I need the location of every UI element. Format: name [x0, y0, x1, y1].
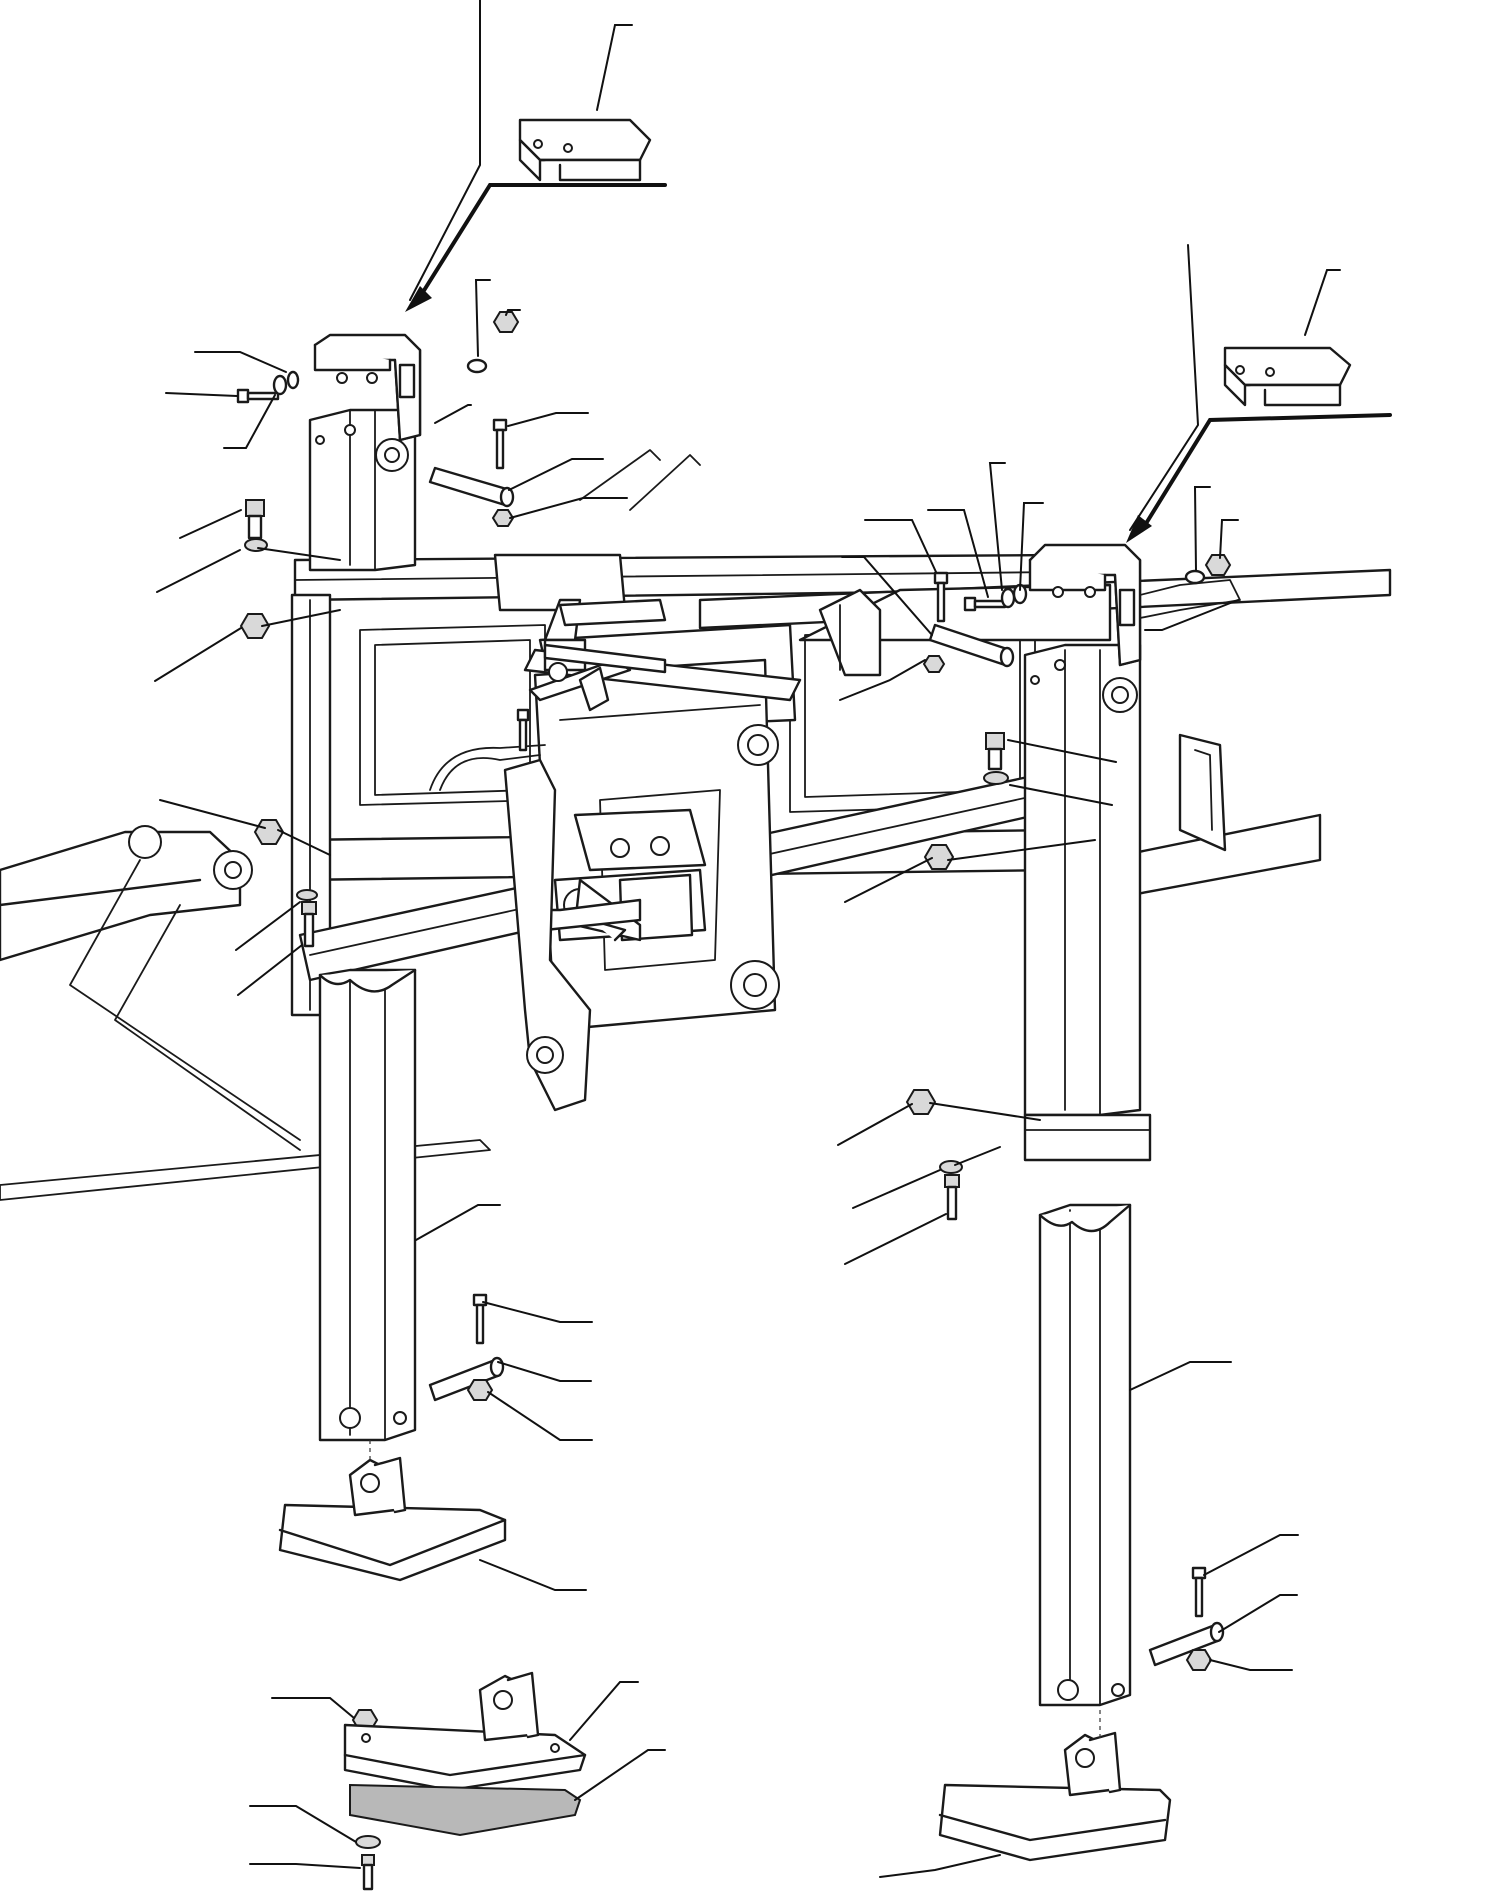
upper-mount-bracket-left — [313, 333, 422, 442]
bolt-left-frame-lower — [301, 901, 317, 948]
bolt-upper-right-vertical — [933, 571, 949, 623]
support-leg-right — [1038, 1203, 1132, 1707]
boom-arm — [0, 825, 491, 1201]
rubber-pad — [349, 1783, 582, 1837]
bolt-lower-right-leg — [1191, 1566, 1207, 1618]
cover-plate-right — [1223, 346, 1352, 407]
foot-pad-left — [278, 1456, 507, 1582]
callout-leaders — [154, 0, 1392, 1878]
upper-mount-bracket-right — [1028, 543, 1142, 667]
pin-lower-right — [1148, 1621, 1225, 1667]
bolt-left-socket-upper — [245, 499, 265, 540]
bolt-right-horizontal — [963, 596, 1007, 612]
pin-upper-left — [428, 466, 515, 508]
frame-carriage — [290, 449, 1392, 1112]
bolt-right-socket-upper — [985, 732, 1005, 771]
foot-pad-right — [938, 1731, 1172, 1862]
bolt-foot-pad-lower — [361, 1854, 375, 1891]
bolt-upper-left-vertical — [492, 418, 508, 470]
upper-mount-bracket-left-assembly — [308, 408, 417, 572]
cover-plate-left — [518, 118, 652, 182]
bolt-lower-left-leg — [472, 1293, 488, 1345]
support-leg-left — [318, 968, 417, 1442]
upper-mount-bracket-right-assembly — [1023, 643, 1152, 1162]
bolt-swivel — [516, 708, 530, 752]
bolt-right-frame-lower — [944, 1174, 960, 1221]
foot-pad-bolted — [343, 1671, 587, 1792]
